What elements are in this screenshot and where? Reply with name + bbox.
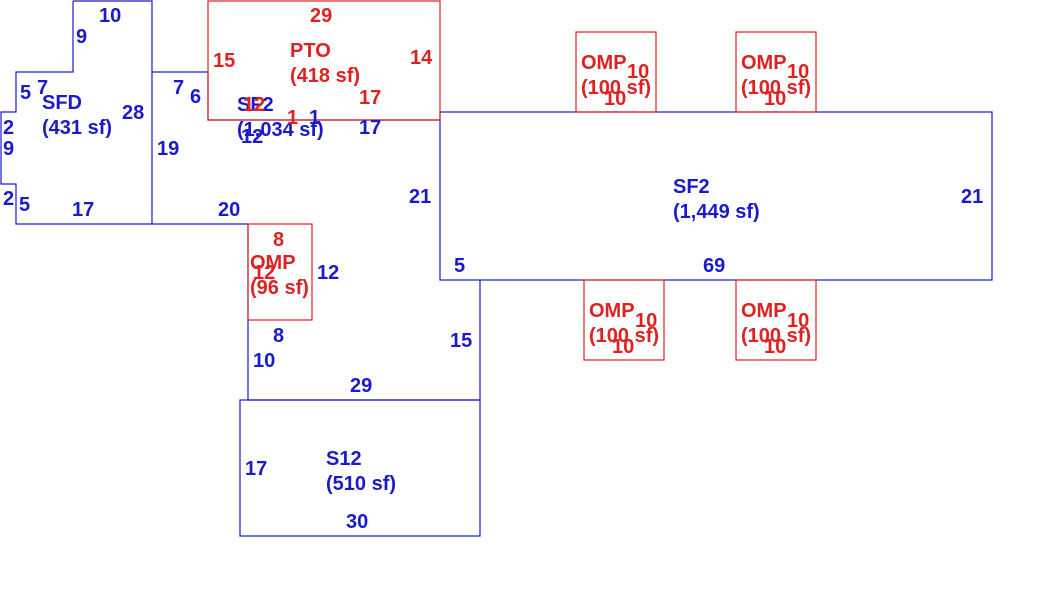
omp-small-code: OMP bbox=[250, 252, 296, 274]
omp-top-left-code: OMP bbox=[581, 52, 627, 74]
dim-connector-right: 15 bbox=[450, 330, 472, 352]
dim-sfd-notch-left: 9 bbox=[76, 26, 87, 48]
dim-sfd-bottom-left: 5 bbox=[19, 194, 30, 216]
dim-s12-left: 17 bbox=[245, 458, 267, 480]
omp-bottom-right-code: OMP bbox=[741, 300, 787, 322]
dim-omp-small-left: 12 bbox=[253, 262, 275, 284]
dim-omp-small-right: 12 bbox=[317, 262, 339, 284]
dim-sf2-upper-top-left: 7 bbox=[173, 77, 184, 99]
sfd-outline bbox=[0, 0, 153, 225]
dim-sf2-main-right: 21 bbox=[961, 186, 983, 208]
sfd-code: SFD bbox=[42, 92, 82, 114]
pto-outline bbox=[207, 0, 441, 121]
sf2-main-area: (1,449 sf) bbox=[673, 201, 760, 223]
sf2-main-outline bbox=[439, 111, 993, 281]
dim-sfd-left-mid: 9 bbox=[3, 138, 14, 160]
dim-pto-bottom-1: 1 bbox=[287, 107, 298, 129]
dim-pto-right: 14 bbox=[410, 47, 433, 69]
dim-omp-bottom-left-bottom: 10 bbox=[612, 336, 634, 358]
dim-omp-small-top: 8 bbox=[273, 229, 284, 251]
omp-small-area: (96 sf) bbox=[250, 277, 309, 299]
dim-sfd-step-top: 7 bbox=[37, 77, 48, 99]
dim-omp-top-left-bottom: 10 bbox=[604, 88, 626, 110]
dim-pto-top: 29 bbox=[310, 5, 332, 27]
omp-top-right-area: (100 sf) bbox=[741, 77, 811, 99]
dim-sfd-top: 10 bbox=[99, 5, 121, 27]
omp-top-right-code: OMP bbox=[741, 52, 787, 74]
dim-pto-left: 15 bbox=[213, 50, 235, 72]
dim-sf2-main-bottom: 69 bbox=[703, 255, 725, 277]
s12-area: (510 sf) bbox=[326, 473, 396, 495]
omp-bottom-left-code: OMP bbox=[589, 300, 635, 322]
dim-sf2-upper-right: 17 bbox=[359, 117, 381, 139]
dim-omp-bottom-right-side: 10 bbox=[787, 310, 809, 332]
dim-sf2-upper-notch: 6 bbox=[190, 86, 201, 108]
omp-top-right-outline bbox=[735, 31, 817, 113]
sf2-main-code: SF2 bbox=[673, 176, 710, 198]
dim-pto-bottom-right: 17 bbox=[359, 87, 381, 109]
omp-top-left-area: (100 sf) bbox=[581, 77, 651, 99]
pto-code: PTO bbox=[290, 40, 331, 62]
dim-connector-left: 10 bbox=[253, 350, 275, 372]
dim-omp-top-right-bottom: 10 bbox=[764, 88, 786, 110]
dim-sf2-upper-bottom: 20 bbox=[218, 199, 240, 221]
dim-omp-bottom-right-bottom: 10 bbox=[764, 336, 786, 358]
dim-s12-bottom: 30 bbox=[346, 511, 368, 533]
dim-sfd-left-lower: 2 bbox=[3, 188, 14, 210]
dim-sf2-main-bottom-left: 5 bbox=[454, 255, 465, 277]
sf2-upper-area: (1,034 sf) bbox=[237, 119, 324, 141]
pto-area: (418 sf) bbox=[290, 65, 360, 87]
omp-bottom-left-outline bbox=[583, 279, 665, 361]
sfd-area: (431 sf) bbox=[42, 117, 112, 139]
dim-omp-small-bottom: 8 bbox=[273, 325, 284, 347]
dim-pto-bottom-left: 12 bbox=[243, 94, 265, 116]
dim-sf2-main-left: 21 bbox=[409, 186, 431, 208]
dim-sfd-left-upper: 2 bbox=[3, 117, 14, 139]
dim-omp-top-right-side: 10 bbox=[787, 61, 809, 83]
dim-sf2-upper-inner-1: 1 bbox=[309, 107, 320, 129]
omp-small-outline bbox=[247, 223, 313, 321]
omp-bottom-left-area: (100 sf) bbox=[589, 325, 659, 347]
dim-omp-bottom-left-side: 10 bbox=[635, 310, 657, 332]
s12-outline bbox=[239, 399, 481, 537]
dim-omp-top-left-side: 10 bbox=[627, 61, 649, 83]
s12-code: S12 bbox=[326, 448, 362, 470]
dim-sfd-bottom: 17 bbox=[72, 199, 94, 221]
omp-bottom-right-area: (100 sf) bbox=[741, 325, 811, 347]
dim-connector-bottom: 29 bbox=[350, 375, 372, 397]
omp-bottom-right-outline bbox=[735, 279, 817, 361]
dim-sfd-step-left: 5 bbox=[20, 82, 31, 104]
omp-top-left-outline bbox=[575, 31, 657, 113]
dim-sf2-upper-left: 19 bbox=[157, 138, 179, 160]
sf2-upper-code: SF2 bbox=[237, 94, 274, 116]
dim-sf2-upper-inner-12: 12 bbox=[241, 126, 263, 148]
dim-sfd-right: 28 bbox=[122, 102, 144, 124]
